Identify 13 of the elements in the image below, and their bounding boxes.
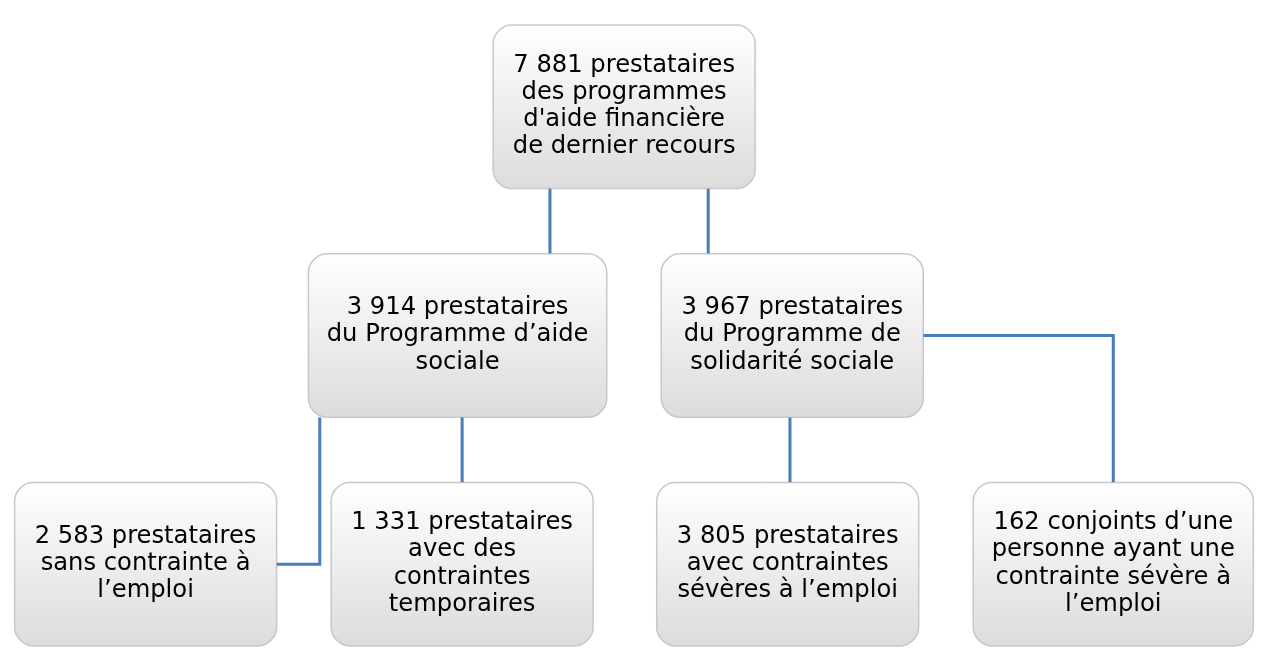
connector (548, 188, 552, 254)
connector (706, 188, 710, 254)
node-box: 3 914 prestataires du Programme d’aide sociale (307, 252, 608, 419)
connector (923, 334, 1115, 483)
node-box: 2 583 prestataires sans contrainte à l’emploi (13, 481, 278, 647)
node-box: 3 967 prestataires du Programme de solidarité sociale (660, 252, 924, 419)
node-box: 1 331 prestataires avec des contraintes temporaires (330, 481, 594, 647)
connector (460, 417, 464, 483)
node-box: 3 805 prestataires avec contraintes sévères à l’emploi (655, 481, 920, 647)
node-box: 162 conjoints d’une personne ayant une contrainte sévère à l’emploi (972, 481, 1255, 647)
connector (788, 417, 792, 483)
connector (276, 417, 322, 566)
node-box: 7 881 prestataires des programmes d'aide financière de dernier recours (492, 24, 756, 190)
